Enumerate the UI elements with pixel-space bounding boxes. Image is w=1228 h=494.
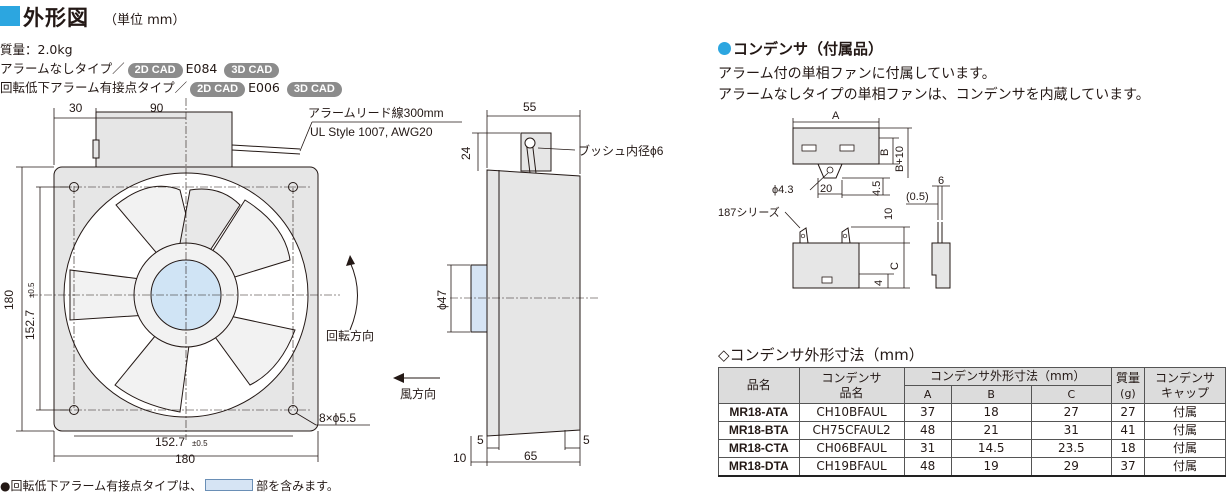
cad-2d-button[interactable]: 2D CAD bbox=[127, 63, 183, 78]
bushing-label: ブッシュ内径ϕ6 bbox=[578, 143, 664, 158]
lead-spec: UL Style 1007, AWG20 bbox=[310, 125, 433, 139]
note: ●回転低下アラーム有接点タイプは、 部を含みます。 bbox=[0, 477, 339, 494]
dim-5a: 5 bbox=[477, 433, 484, 447]
cap-dim-d43: ϕ4.3 bbox=[772, 184, 793, 196]
alarm-contact-code: E006 bbox=[248, 80, 280, 95]
dim-10: 10 bbox=[453, 451, 467, 465]
cad-3d-button[interactable]: 3D CAD bbox=[286, 82, 342, 97]
dim-1527-v: 152.7 bbox=[23, 310, 37, 340]
dim-180-v: 180 bbox=[2, 290, 16, 310]
capacitor-title: コンデンサ（付属品） bbox=[718, 38, 883, 59]
dim-24: 24 bbox=[459, 146, 473, 160]
dim-47: ϕ47 bbox=[435, 290, 449, 310]
side-motor bbox=[470, 264, 488, 333]
th-dims: コンデンサ外形寸法（mm） bbox=[903, 367, 1112, 386]
dim-65: 65 bbox=[524, 449, 538, 463]
header-square-icon bbox=[0, 6, 20, 26]
note-post: 部を含みます。 bbox=[256, 479, 339, 493]
cap-side-body bbox=[931, 242, 951, 289]
alarm-contact-label: 回転低下アラーム有接点タイプ／ bbox=[0, 80, 188, 95]
fan-outline-drawing: 30 90 180 152.7 ±0.5 152.7 ±0.5 180 8×ϕ5… bbox=[2, 98, 664, 466]
cap-dim-b10: B+10 bbox=[894, 146, 906, 172]
fan-blades bbox=[69, 185, 296, 413]
note-pre: ●回転低下アラーム有接点タイプは、 bbox=[0, 479, 203, 493]
th-model: 品名 bbox=[718, 367, 800, 404]
note-swatch bbox=[205, 479, 254, 491]
tol-h: ±0.5 bbox=[192, 439, 208, 448]
cad-3d-button[interactable]: 3D CAD bbox=[224, 63, 280, 78]
th-cap-model: コンデンサ品名 bbox=[798, 367, 905, 404]
cap-dim-b: B bbox=[879, 149, 891, 156]
th-b: B bbox=[950, 385, 1032, 404]
capacitor-title-text: コンデンサ（付属品） bbox=[733, 40, 884, 58]
lead-wire bbox=[231, 144, 301, 155]
capacitor-spec-table: 品名 コンデンサ品名 コンデンサ外形寸法（mm） 質量(g) コンデンサキャップ… bbox=[718, 367, 1226, 477]
dim-5b: 5 bbox=[583, 433, 590, 447]
cap-dim-c: C bbox=[889, 262, 901, 270]
tol-v: ±0.5 bbox=[27, 282, 36, 298]
capacitor-line1: アラーム付の単相ファンに付属しています。 bbox=[718, 66, 996, 82]
cap-dim-45: 4.5 bbox=[871, 181, 883, 196]
th-cap: コンデンサキャップ bbox=[1144, 367, 1226, 404]
dim-180-h: 180 bbox=[175, 452, 195, 466]
dim-90: 90 bbox=[150, 101, 164, 115]
side-frame bbox=[486, 169, 581, 437]
cap-dim-a: A bbox=[832, 110, 840, 122]
rotation-arrow-icon bbox=[349, 261, 358, 331]
alarm-box bbox=[95, 111, 233, 169]
dim-30: 30 bbox=[69, 101, 83, 115]
capacitor-line2: アラームなしタイプの単相ファンは、コンデンサを内蔵しています。 bbox=[718, 87, 1150, 103]
no-alarm-label: アラームなしタイプ／ bbox=[0, 61, 125, 76]
dim-55: 55 bbox=[523, 100, 537, 114]
cap-dim-10: 10 bbox=[883, 208, 895, 220]
side-alarm-box bbox=[520, 132, 552, 172]
cap-series-label: 187シリーズ bbox=[718, 205, 780, 219]
cap-dim-4: 4 bbox=[873, 280, 885, 286]
capacitor-drawing: A B B+10 4.5 20 ϕ4.3 187シリーズ 10 C 4 6 (0… bbox=[718, 110, 951, 289]
dim-1527-h: 152.7 bbox=[155, 435, 185, 449]
cap-dim-05: (0.5) bbox=[906, 191, 929, 203]
th-mass: 質量(g) bbox=[1110, 367, 1146, 404]
th-a: A bbox=[903, 385, 952, 404]
alarm-box-tab bbox=[92, 139, 100, 159]
lead-label: アラームリード線300mm bbox=[308, 105, 444, 120]
holes-label: 8×ϕ5.5 bbox=[319, 411, 356, 425]
cap-dim-20: 20 bbox=[820, 183, 832, 195]
no-alarm-code: E084 bbox=[185, 61, 218, 76]
cad-2d-button[interactable]: 2D CAD bbox=[190, 82, 246, 97]
bullet-dot-icon bbox=[718, 42, 731, 55]
page-title: 外形図 bbox=[23, 6, 89, 30]
airflow-label: 風方向 bbox=[400, 386, 436, 401]
mass-text: 質量：2.0kg bbox=[0, 42, 73, 57]
th-c: C bbox=[1030, 385, 1112, 404]
unit-label: （単位 mm） bbox=[104, 13, 186, 28]
rotation-label: 回転方向 bbox=[326, 328, 374, 343]
table-title: ◇コンデンサ外形寸法（mm） bbox=[718, 346, 924, 364]
cap-dim-6: 6 bbox=[938, 175, 944, 187]
